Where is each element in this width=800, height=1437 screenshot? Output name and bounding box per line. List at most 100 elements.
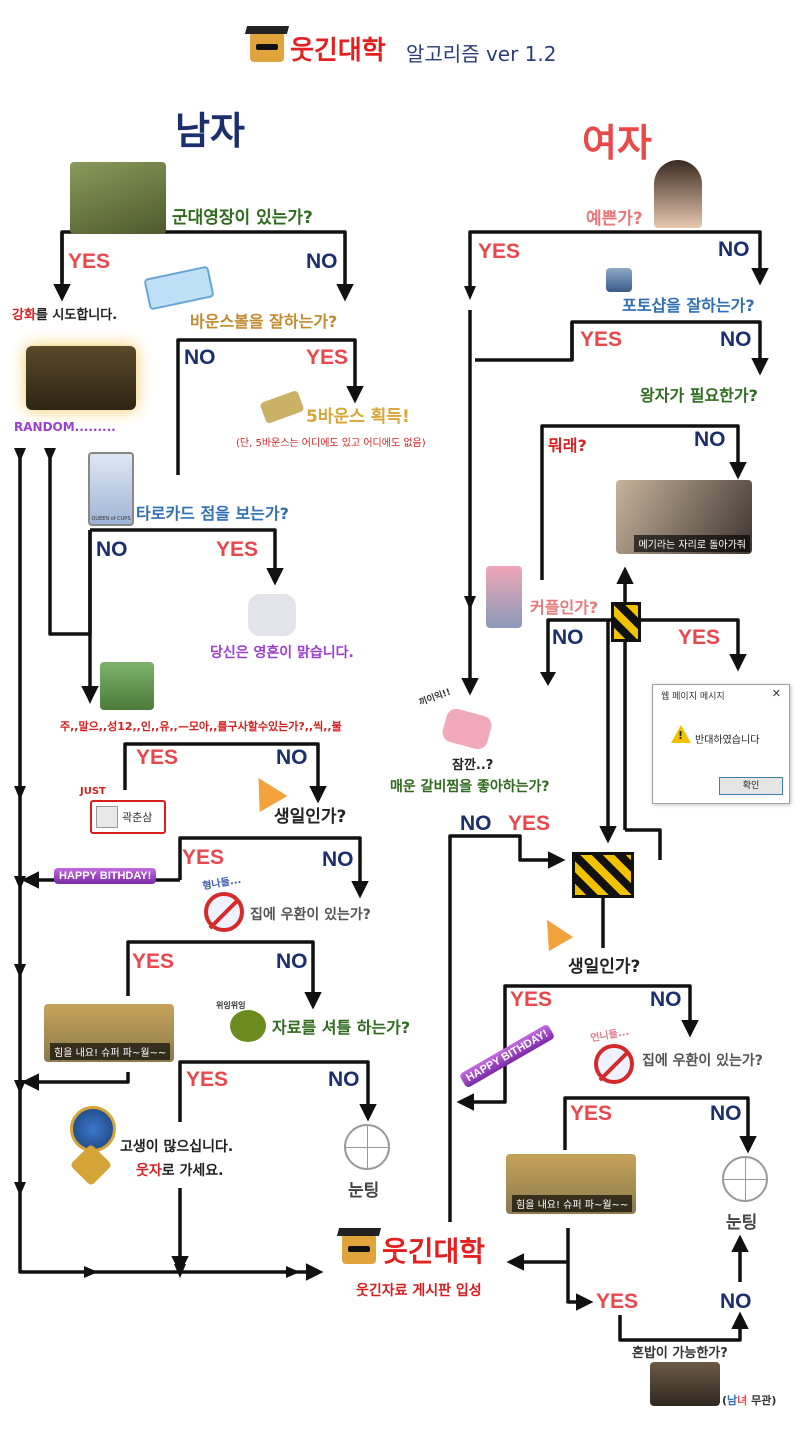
tarot-card-image: QUEEN of CUPS: [88, 452, 134, 526]
people-image: [100, 662, 154, 710]
q-galbi: 매운 갈비찜을 좋아하는가?: [390, 779, 550, 795]
jamkkan: 잠깐..?: [452, 758, 494, 773]
header-title: 알고리즘 ver 1.2: [406, 42, 557, 66]
q-family-male: 집에 우환이 있는가?: [250, 907, 371, 923]
cheer-caption-male: 힘을 내요! 슈퍼 파~월~~: [50, 1043, 171, 1060]
kwak-card: 곽춘삼: [90, 800, 166, 834]
q-pretty: 예쁜가?: [586, 209, 643, 229]
dialog-message: 반대하였습니다: [695, 735, 760, 746]
female-no-1: NO: [718, 238, 750, 261]
cat-image: [248, 594, 296, 636]
final-enter: 웃긴자료 게시판 입성: [356, 1283, 482, 1299]
website-icon-female: [722, 1156, 768, 1202]
male-no-5: NO: [322, 848, 354, 871]
medal-icon: [70, 1106, 116, 1152]
pure-soul: 당신은 영혼이 맑습니다.: [210, 645, 354, 661]
male-title: 남자: [175, 109, 245, 153]
hazard-block-large: [572, 852, 634, 898]
q-curse: 주,,말으,,성12,,인,,유,,—모아,,를구사할수있는가?,,씩,,불: [60, 720, 342, 733]
male-no-2: NO: [184, 346, 216, 369]
happy-birthday-badge-male: HAPPY BITHDAY!: [54, 868, 157, 884]
solo-note: (남녀 무관): [722, 1392, 776, 1408]
male-yes-7: YES: [186, 1068, 229, 1091]
final-logo: 웃긴대학: [336, 1228, 512, 1272]
close-icon[interactable]: ✕: [771, 687, 781, 700]
q-solo: 혼밥이 가능한가?: [632, 1346, 728, 1361]
hard-line2-red: 웃자: [136, 1163, 162, 1179]
male-no-7: NO: [328, 1068, 360, 1091]
q-family-female: 집에 우환이 있는가?: [642, 1053, 763, 1069]
female-no-8: NO: [720, 1290, 752, 1313]
reinforce-rest: 를 시도합니다.: [35, 308, 118, 323]
male-yes-5: YES: [182, 846, 225, 869]
male-yes-2: YES: [306, 346, 349, 369]
bug-icon: [230, 1010, 266, 1042]
hard-line2-rest: 로 가세요.: [161, 1163, 224, 1179]
tarot-card-label: QUEEN of CUPS: [91, 516, 131, 522]
female-no-3: NO: [694, 428, 726, 451]
solo-note-rest: 무관): [747, 1394, 777, 1407]
male-no-1: NO: [306, 250, 338, 273]
nunting-female: 눈팅: [726, 1213, 758, 1233]
q-share: 자료를 셔틀 하는가?: [272, 1018, 411, 1037]
random-box-image: [26, 346, 136, 410]
q-military: 군대영장이 있는가?: [172, 208, 313, 228]
reinforce: 강화를 시도합니다.: [12, 304, 117, 323]
kwak-name: 곽춘삼: [122, 811, 153, 824]
hard-line2: 웃자로 가세요.: [136, 1160, 223, 1180]
hazard-block-small: [611, 602, 641, 642]
solo-eating-image: [650, 1362, 720, 1406]
q-prince: 왕자가 필요한가?: [640, 386, 758, 405]
pixel-character-icon: [96, 806, 118, 828]
female-no-2: NO: [720, 328, 752, 351]
female-yes-8: YES: [596, 1290, 639, 1313]
dialog-ok-button[interactable]: 확인: [719, 777, 783, 795]
drama-scene-image: 메기라는 자리로 돌아가줘: [616, 480, 752, 554]
male-no-3: NO: [96, 538, 128, 561]
female-yes-5: YES: [508, 812, 551, 835]
logo-icon: [244, 26, 290, 62]
nunting-male: 눈팅: [348, 1181, 380, 1201]
header-logo: 웃긴대학: [290, 36, 386, 66]
q-birthday-female: 생일인가?: [568, 957, 641, 977]
female-yes-4: YES: [678, 626, 721, 649]
q-bounceball: 바운스볼을 잘하는가?: [190, 312, 338, 331]
q-birthday-male: 생일인가?: [274, 807, 347, 827]
female-yes-2: YES: [580, 328, 623, 351]
alert-dialog[interactable]: 웹 페이지 메시지 ✕ ! 반대하였습니다 확인: [652, 684, 790, 804]
q-photoshop: 포토샵을 잘하는가?: [622, 296, 755, 315]
female-no-4: NO: [552, 626, 584, 649]
dialog-title: 웹 페이지 메시지: [661, 692, 725, 702]
website-icon-male: [344, 1124, 390, 1170]
female-yes-6: YES: [510, 988, 553, 1011]
soldier-image: [70, 162, 166, 234]
male-yes-1: YES: [68, 250, 111, 273]
male-yes-6: YES: [132, 950, 175, 973]
logo-icon-final: [336, 1228, 382, 1264]
scene-caption: 메기라는 자리로 돌아가줘: [634, 535, 750, 552]
female-yes-7: YES: [570, 1102, 613, 1125]
wiing-text: 위잉위잉: [216, 1001, 246, 1010]
girl-image: [654, 160, 702, 228]
male-yes-3: YES: [216, 538, 259, 561]
just-label: JUST: [80, 786, 106, 797]
no-symbol-icon: [204, 892, 244, 932]
female-title: 여자: [582, 121, 652, 165]
header: 웃긴대학 알고리즘 ver 1.2: [244, 26, 590, 70]
solo-note-nam: 남: [727, 1394, 738, 1407]
bounce-get: 5바운스 획득!: [306, 407, 410, 427]
female-yes-1: YES: [478, 240, 521, 263]
solo-note-open: (: [722, 1394, 728, 1407]
solo-note-yeo: 녀: [737, 1394, 748, 1407]
female-no-7: NO: [710, 1102, 742, 1125]
q-tarot: 타로카드 점을 보는가?: [136, 504, 289, 523]
cheer-image-male: 힘을 내요! 슈퍼 파~월~~: [44, 1004, 174, 1062]
female-no-6: NO: [650, 988, 682, 1011]
male-no-6: NO: [276, 950, 308, 973]
cheer-caption-female: 힘을 내요! 슈퍼 파~월~~: [512, 1195, 633, 1212]
no-symbol-icon-female: [594, 1044, 634, 1084]
q-couple: 커플인가?: [530, 598, 599, 617]
random-text: RANDOM.........: [14, 420, 116, 434]
male-yes-4: YES: [136, 746, 179, 769]
mworae: 뭐래?: [548, 436, 587, 455]
